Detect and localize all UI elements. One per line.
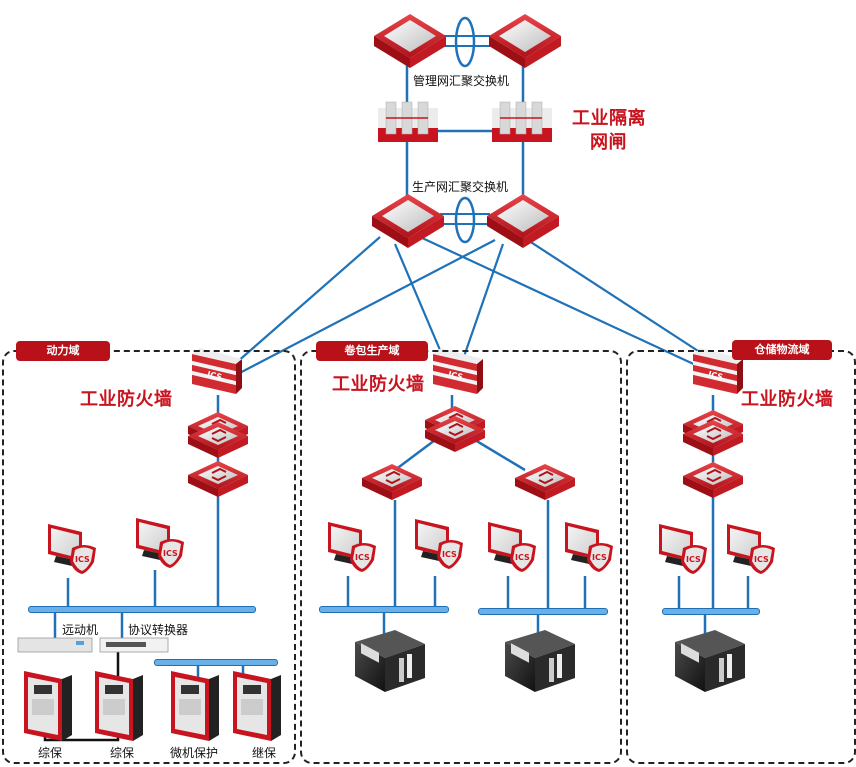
relay-label-1: 综保 [38,746,63,760]
prod-link [440,196,490,244]
zone-power [2,350,296,764]
mgmt-link [440,16,490,68]
zone-power-bus [28,606,256,613]
rtu-device [17,637,93,653]
zone-packing-firewall-label: 工业防火墙 [332,374,425,395]
zone-packing-bus-2 [478,608,608,615]
uplinks [227,236,716,378]
zone-tag-packing: 卷包生产域 [316,341,428,361]
zone-power-field-bus [154,659,278,666]
protocol-converter-device [99,637,169,653]
zone-tag-power: 动力域 [16,341,110,361]
zone-power-firewall-label: 工业防火墙 [80,389,173,410]
isolation-gateway-right [491,101,553,143]
prod-switch-left [372,194,444,248]
protocol-converter-label: 协议转换器 [128,623,189,637]
mgmt-switch-right [489,14,561,68]
prod-switch-right [487,194,559,248]
zone-packing [300,350,622,764]
zone-packing-bus-1 [319,606,449,613]
zone-storage-bus [662,608,760,615]
isolation-gateway-label-1: 工业隔离 [572,108,646,129]
relay-label-4: 继保 [252,746,277,760]
relay-label-2: 综保 [110,746,135,760]
mgmt-switch-label: 管理网汇聚交换机 [413,74,510,88]
relay-label-3: 微机保护 [170,746,219,760]
rtu-label: 远动机 [62,623,99,637]
zone-storage [626,350,856,764]
mgmt-switch-left [374,14,446,68]
zone-tag-storage: 仓储物流域 [732,340,832,360]
prod-switch-label: 生产网汇聚交换机 [412,180,509,194]
zone-storage-firewall-label: 工业防火墙 [741,389,834,410]
isolation-gateway-left [377,101,439,143]
isolation-gateway-label-2: 网闸 [590,132,627,153]
